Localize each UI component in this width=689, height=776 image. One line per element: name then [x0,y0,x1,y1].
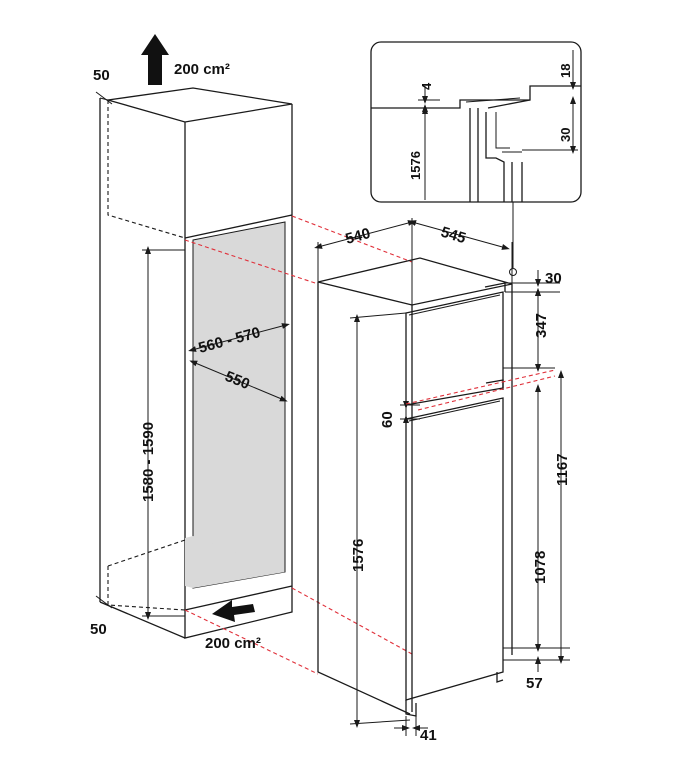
vent-arrow-top [141,34,169,85]
top-offset-label: 30 [545,270,562,287]
dim-gap-top-tick [95,91,113,105]
hinge-reference-dash [405,369,556,405]
hinge-reference-dash-2 [417,375,556,411]
detail-inset [370,41,582,276]
foot-depth-label: 41 [420,727,437,744]
fridge-depth-label: 545 [439,224,468,248]
fridge-body [317,257,513,717]
detail-height-label: 1576 [408,151,423,180]
detail-top-label: 18 [558,64,573,78]
upper-hinge-height-label: 1167 [554,453,571,486]
dim-niche-width-line [188,323,290,352]
freezer-door-label: 347 [533,313,550,338]
dim-fridge-depth-line [408,220,510,250]
detail-lower-label: 30 [558,128,573,142]
fridge-width-label: 540 [344,225,373,248]
dim-fridge-width-line [314,220,416,249]
gap-top-label: 50 [93,67,110,84]
niche-height-label: 1580 - 1590 [140,422,157,502]
cabinet-niche [99,87,293,639]
dim-fridge-height-ext-top [349,312,407,319]
gap-bottom-label: 50 [90,621,107,638]
lower-door-height-label: 1078 [532,551,549,584]
fridge-height-label: 1576 [350,539,367,572]
vent-top-area-label: 200 cm² [174,61,230,78]
door-gap-label: 60 [379,411,396,428]
detail-gap-label: 4 [419,82,434,90]
foot-height-label: 57 [526,675,543,692]
dim-fridge-height-ext-bottom [349,719,411,725]
dim-niche-depth-line [189,360,288,402]
vent-bottom-area-label: 200 cm² [205,635,261,652]
dim-gap-bottom-tick [95,595,113,609]
vent-arrow-bottom [212,600,255,622]
